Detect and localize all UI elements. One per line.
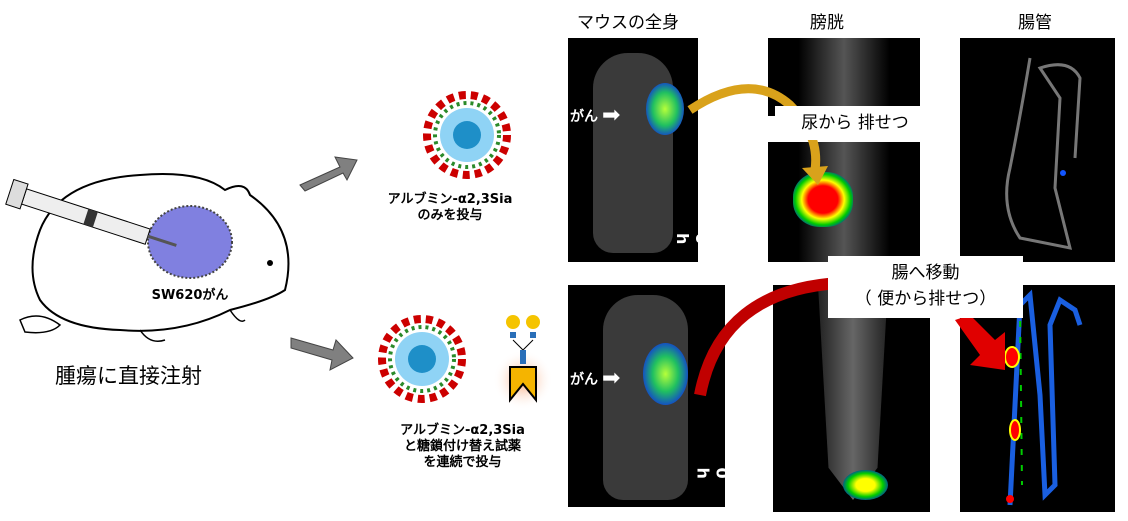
header-whole-body: マウスの全身 [577,13,679,33]
bottom-caption-line2: と糖鎖付け替え試薬 [403,439,521,454]
white-arrow-icon: ➡ [602,103,621,128]
panel-bladder-top-lower [768,142,920,262]
header-intestine: 腸管 [1018,13,1052,33]
time-label-bottom: 0 h [693,467,726,479]
albumin-nanoparticle-bottom [378,315,466,403]
glycan-transfer-reagent-icon [493,315,553,410]
panel-intestine-bottom [960,285,1115,512]
albumin-nanoparticle-top [423,91,511,179]
panel-intestine-top [960,38,1115,262]
injection-label: 腫瘍に直接注射 [55,364,202,388]
tumor-label: SW620がん [151,288,229,303]
intestine-callout: 腸へ移動 （ 便から排せつ） [828,256,1023,318]
arrow-top-icon [299,156,358,192]
bottom-caption-line3: を連続で投与 [423,455,502,470]
red-pointer-arrow-icon [955,315,1005,370]
bottom-caption-line1: アルブミン-α2,3Sia [400,423,525,438]
time-label-top: 0 h [673,233,698,245]
tumor-shape [147,205,233,279]
header-bladder: 膀胱 [810,13,844,33]
urine-callout: 尿から 排せつ [775,106,935,140]
intestine-callout-line2: （ 便から排せつ） [854,289,997,309]
white-arrow-icon: ➡ [602,366,621,391]
arrow-bottom-icon [290,337,354,371]
feces-arrow-icon [694,277,841,397]
panel-whole-body-bottom: がん ➡ 0 h [568,285,725,507]
cancer-label-top: がん [570,109,598,125]
panel-bladder-bottom [773,285,930,512]
mouse-injection-illustration [5,173,290,342]
top-caption-line2: のみを投与 [417,208,483,223]
urine-arrow-icon [687,84,828,185]
intestine-callout-line1: 腸へ移動 [891,263,960,283]
panel-whole-body-top: がん ➡ 0 h [568,38,698,262]
cancer-label-bottom: がん [570,372,598,388]
top-caption-line1: アルブミン-α2,3Sia [387,192,513,207]
